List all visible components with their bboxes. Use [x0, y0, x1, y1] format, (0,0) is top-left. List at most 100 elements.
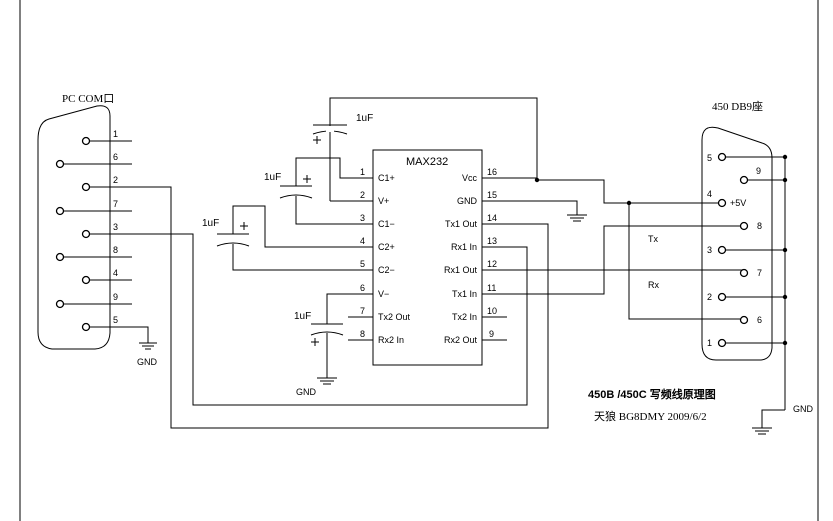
- chip-pin-name: C2+: [378, 242, 395, 252]
- chip-right-pin-numbers: 16 15 14 13 12 11 10 9: [487, 167, 497, 339]
- radio-pin-4: [717, 198, 727, 208]
- chip-pin-number: 16: [487, 167, 497, 177]
- radio-pin-9: [739, 175, 749, 185]
- max232-chip: [372, 149, 483, 366]
- chip-pin-number: 15: [487, 190, 497, 200]
- tx-label: Tx: [648, 234, 658, 244]
- capacitor-c1: 1uF: [264, 157, 348, 225]
- chip-right-pin-names: Vcc GND Tx1 Out Rx1 In Rx1 Out Tx1 In Tx…: [444, 173, 478, 345]
- chip-pin-name: C1−: [378, 219, 395, 229]
- radio-pin-3: [717, 245, 727, 255]
- chip-pin-name: Rx1 In: [451, 242, 477, 252]
- capacitor-label: 1uF: [264, 172, 281, 183]
- pc-db9-pins: [55, 136, 132, 332]
- radio-db9-pins: [717, 152, 785, 348]
- radio-ground-bus: GND: [752, 154, 814, 435]
- pc-com-label: PC COM口: [62, 93, 114, 105]
- chip-pin-name: Rx2 Out: [444, 335, 478, 345]
- chip-pin-name: Tx2 Out: [378, 312, 411, 322]
- chip-pin-number: 7: [360, 306, 365, 316]
- pc-pin-number: 2: [113, 175, 118, 185]
- radio-pin-number: 3: [707, 245, 712, 255]
- pc-db9-shell: [37, 105, 111, 350]
- pc-pin-2: [81, 182, 91, 192]
- capacitor-label: 1uF: [202, 218, 219, 229]
- chip-pin-number: 8: [360, 329, 365, 339]
- chip-pin-number: 9: [489, 329, 494, 339]
- chip-left-pin-lines: [348, 177, 373, 341]
- chip-pin-name: GND: [457, 196, 478, 206]
- pc-pin-9: [55, 299, 65, 309]
- capacitor-label: 1uF: [294, 311, 311, 322]
- chip-pin-number: 3: [360, 213, 365, 223]
- capacitor-label: 1uF: [356, 113, 373, 124]
- pc-pin-1: [81, 136, 91, 146]
- wire-pc-tx: [132, 233, 528, 406]
- diagram-title: 450B /450C 写频线原理图: [588, 387, 716, 401]
- radio-pin-number: 2: [707, 292, 712, 302]
- chip-pin-number: 14: [487, 213, 497, 223]
- radio-pin-6: [739, 315, 749, 325]
- plus5v-label: +5V: [730, 198, 746, 208]
- radio-pin-7: [739, 268, 749, 278]
- radio-pin-number: 6: [757, 315, 762, 325]
- chip-pin-number: 12: [487, 259, 497, 269]
- wire-pc-rx: [132, 186, 549, 429]
- pc-pin-number: 6: [113, 152, 118, 162]
- capacitor-c2: 1uF: [202, 205, 348, 271]
- chip-pin-name: C1+: [378, 173, 395, 183]
- pc-pin-7: [55, 206, 65, 216]
- diagram-author: 天狼 BG8DMY 2009/6/2: [594, 409, 707, 423]
- chip-pin-name: V+: [378, 196, 389, 206]
- radio-pin-number: 8: [757, 221, 762, 231]
- pc-pin-numbers: 1 6 2 7 3 8 4 9 5: [113, 129, 118, 325]
- radio-pin-8: [739, 221, 749, 231]
- pc-ground: GND: [132, 326, 158, 367]
- pc-pin-number: 5: [113, 315, 118, 325]
- chip-pin-number: 4: [360, 236, 365, 246]
- pc-pin-3: [81, 229, 91, 239]
- junction-dot: [534, 177, 540, 183]
- chip-right-pin-lines: [482, 177, 507, 341]
- chip-pin-number: 2: [360, 190, 365, 200]
- radio-db9-shell: [701, 126, 773, 361]
- chip-pin-number: 13: [487, 236, 497, 246]
- chip-left-pin-names: C1+ V+ C1− C2+ C2− V− Tx2 Out Rx2 In: [378, 173, 411, 345]
- pc-pin-number: 3: [113, 222, 118, 232]
- chip-pin-number: 11: [487, 283, 496, 293]
- wire-tx: [507, 225, 744, 295]
- chip-ground: [507, 200, 587, 222]
- radio-pin-number: 1: [707, 338, 712, 348]
- chip-left-pin-numbers: 1 2 3 4 5 6 7 8: [360, 167, 365, 339]
- chip-pin-name: C2−: [378, 265, 395, 275]
- radio-pin-number: 7: [757, 268, 762, 278]
- chip-pin-name: Tx2 In: [452, 312, 477, 322]
- radio-pin-1: [717, 338, 727, 348]
- chip-pin-name: Tx1 In: [452, 289, 477, 299]
- chip-name: MAX232: [406, 156, 448, 168]
- pc-pin-6: [55, 159, 65, 169]
- pc-pin-number: 1: [113, 129, 118, 139]
- wire-pin6: [628, 203, 744, 320]
- chip-pin-number: 6: [360, 283, 365, 293]
- chip-pin-name: Tx1 Out: [445, 219, 478, 229]
- chip-pin-number: 5: [360, 259, 365, 269]
- chip-pin-number: 1: [360, 167, 365, 177]
- chip-pin-number: 10: [487, 306, 497, 316]
- chip-pin-name: Rx2 In: [378, 335, 404, 345]
- radio-pin-number: 9: [756, 166, 761, 176]
- pc-gnd-label: GND: [137, 357, 158, 367]
- chip-pin-name: V−: [378, 289, 389, 299]
- chip-pin-name: Rx1 Out: [444, 265, 478, 275]
- capacitor-vminus: 1uF GND: [294, 293, 348, 397]
- junction-dot: [626, 200, 632, 206]
- chip-gnd-label: GND: [296, 387, 317, 397]
- radio-pin-number: 4: [707, 189, 712, 199]
- pc-pin-number: 9: [113, 292, 118, 302]
- pc-pin-number: 4: [113, 268, 118, 278]
- pc-pin-number: 7: [113, 199, 118, 209]
- radio-pin-numbers: 5 9 4 8 3 7 2 6 1: [707, 153, 762, 348]
- wire-plus5v: [537, 179, 722, 204]
